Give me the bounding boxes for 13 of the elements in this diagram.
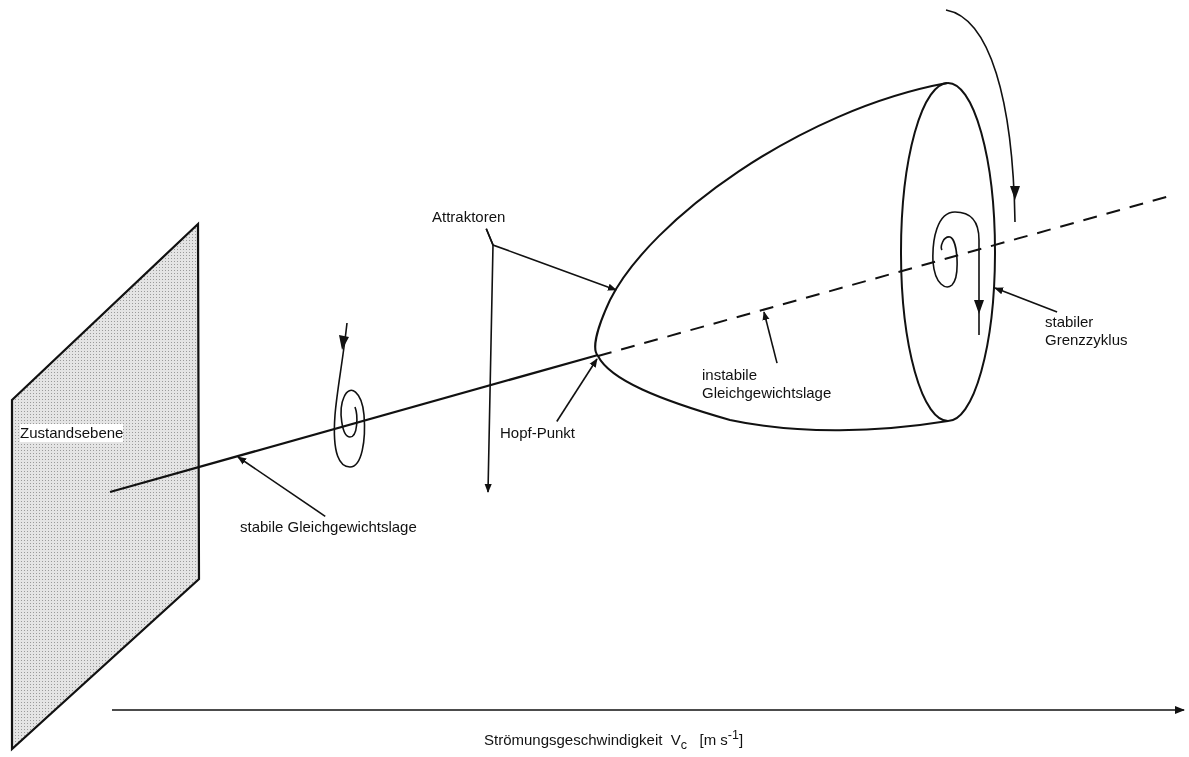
callout-label: stabile Gleichgewichtslage: [240, 518, 417, 536]
leader-line: [994, 287, 1058, 313]
leader-line: [485, 228, 617, 291]
callout-label: stabiler Grenzzyklus: [1045, 313, 1129, 349]
callout-label: Attraktoren: [432, 208, 506, 226]
leader-line: [556, 358, 598, 423]
leader-line: [237, 456, 327, 518]
axis-label: Strömungsgeschwindigkeit V$_{c}$ [m s$^{-1}$]: [484, 727, 744, 754]
plane-label: Zustandsebene: [20, 424, 124, 442]
callout-label: instabile Gleichgewichtslage: [702, 366, 833, 402]
callout-label: Hopf-Punkt: [500, 424, 576, 442]
limit-cycle-ellipse: [900, 82, 996, 422]
leader-line: [762, 311, 778, 364]
